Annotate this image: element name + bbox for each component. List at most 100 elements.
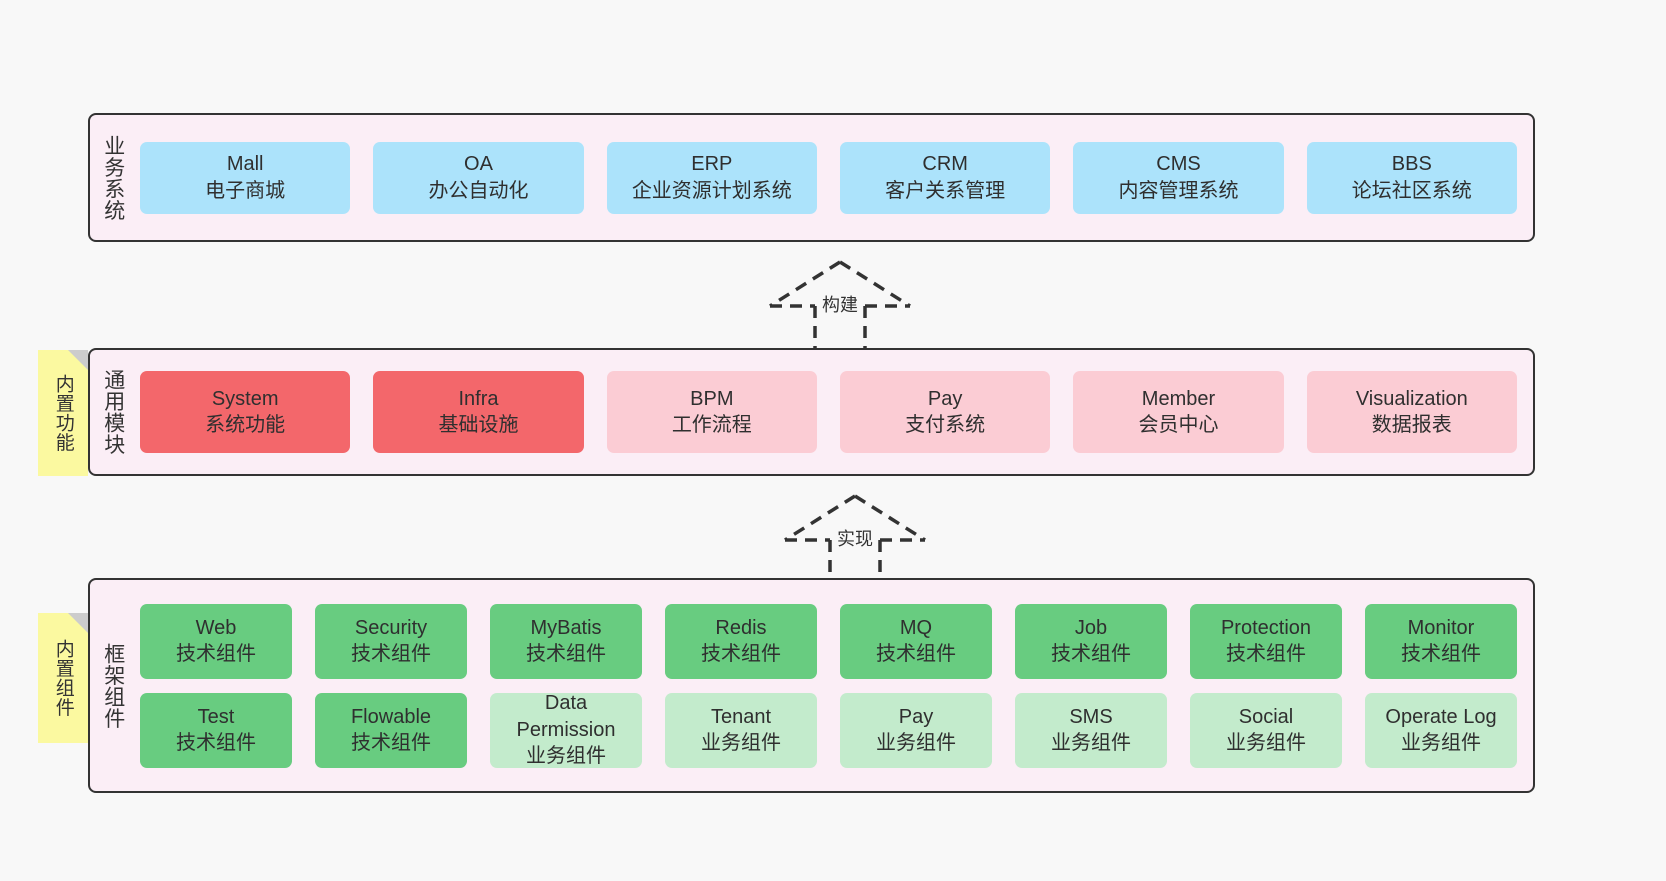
card-title: Social <box>1238 705 1294 728</box>
card-system[interactable]: System 系统功能 <box>140 371 351 453</box>
relation-label-implement: 实现 <box>835 525 875 551</box>
card-oa[interactable]: OA 办公自动化 <box>373 141 584 214</box>
section-business-systems: 业务系统 Mall 电子商城 OA 办公自动化 ERP 企业资源计划系统 CRM… <box>88 113 1535 242</box>
card-bbs[interactable]: BBS 论坛社区系统 <box>1306 141 1517 214</box>
sticky-fold-corner-icon <box>68 613 88 633</box>
card-title: MyBatis <box>530 616 602 639</box>
card-subtitle: 业务组件 <box>1051 732 1131 754</box>
relation-label-build: 构建 <box>820 291 860 317</box>
card-title: Infra <box>458 387 499 410</box>
card-job[interactable]: Job 技术组件 <box>1015 603 1167 679</box>
card-subtitle: 电子商城 <box>205 179 286 202</box>
sticky-note-builtin-components: 内置组件 <box>38 613 88 743</box>
card-subtitle: 客户关系管理 <box>885 179 1006 202</box>
card-subtitle: 技术组件 <box>1051 643 1131 665</box>
card-web[interactable]: Web 技术组件 <box>140 603 292 679</box>
card-crm[interactable]: CRM 客户关系管理 <box>839 141 1051 214</box>
card-title: CRM <box>922 153 968 176</box>
card-infra[interactable]: Infra 基础设施 <box>373 371 584 453</box>
section-framework-components: 框架组件 Web 技术组件 Security 技术组件 MyBatis 技术组件… <box>88 578 1535 793</box>
card-title: Tenant <box>710 705 772 728</box>
sticky-note-label: 内置组件 <box>52 639 74 717</box>
card-bpm[interactable]: BPM 工作流程 <box>606 371 817 453</box>
card-subtitle: 办公自动化 <box>428 179 529 202</box>
card-subtitle: 技术组件 <box>351 643 431 665</box>
card-title: Pay <box>927 387 963 410</box>
section-label-framework-components: 框架组件 <box>101 642 125 729</box>
card-redis[interactable]: Redis 技术组件 <box>665 603 817 679</box>
card-title: System <box>211 387 279 410</box>
card-test[interactable]: Test 技术组件 <box>140 692 292 768</box>
section-label-business-systems: 业务系统 <box>101 134 125 221</box>
card-security[interactable]: Security 技术组件 <box>315 603 467 679</box>
card-title: Data Permission <box>516 692 616 741</box>
card-monitor[interactable]: Monitor 技术组件 <box>1365 603 1517 679</box>
card-subtitle: 论坛社区系统 <box>1351 179 1472 202</box>
section-body-common-modules: System 系统功能 Infra 基础设施 BPM 工作流程 Pay 支付系统… <box>136 350 1533 474</box>
card-sms[interactable]: SMS 业务组件 <box>1015 692 1167 768</box>
card-title: OA <box>464 153 493 176</box>
card-flowable[interactable]: Flowable 技术组件 <box>315 692 467 768</box>
card-subtitle: 会员中心 <box>1138 414 1219 436</box>
card-title: Web <box>195 616 237 639</box>
card-title: CMS <box>1156 153 1201 176</box>
card-pay-module[interactable]: Pay 支付系统 <box>839 371 1051 453</box>
card-erp[interactable]: ERP 企业资源计划系统 <box>606 141 817 214</box>
card-title: MQ <box>899 616 933 639</box>
relation-build: 构建 <box>755 258 925 358</box>
card-row-framework-tech: Web 技术组件 Security 技术组件 MyBatis 技术组件 Redi… <box>140 603 1517 679</box>
card-title: Flowable <box>350 705 432 728</box>
card-subtitle: 技术组件 <box>176 643 256 665</box>
generalization-arrow-icon <box>769 260 911 353</box>
card-subtitle: 业务组件 <box>1401 732 1481 754</box>
card-tenant[interactable]: Tenant 业务组件 <box>665 692 817 768</box>
card-member[interactable]: Member 会员中心 <box>1073 371 1284 453</box>
card-subtitle: 数据报表 <box>1371 414 1452 436</box>
card-title: Visualization <box>1355 387 1468 410</box>
card-subtitle: 系统功能 <box>205 414 286 436</box>
card-title: Mall <box>226 153 264 176</box>
card-row-framework-business: Test 技术组件 Flowable 技术组件 Data Permission … <box>140 692 1517 768</box>
generalization-arrow-icon <box>784 494 926 587</box>
card-data-permission[interactable]: Data Permission 业务组件 <box>490 692 642 768</box>
card-subtitle: 支付系统 <box>905 414 986 436</box>
card-visualization[interactable]: Visualization 数据报表 <box>1306 371 1517 453</box>
card-subtitle: 技术组件 <box>701 643 781 665</box>
card-operate-log[interactable]: Operate Log 业务组件 <box>1365 692 1517 768</box>
card-mq[interactable]: MQ 技术组件 <box>840 603 992 679</box>
card-social[interactable]: Social 业务组件 <box>1190 692 1342 768</box>
card-subtitle: 业务组件 <box>526 745 606 768</box>
card-subtitle: 业务组件 <box>1226 732 1306 754</box>
card-mall[interactable]: Mall 电子商城 <box>140 141 351 214</box>
card-subtitle: 企业资源计划系统 <box>631 179 792 202</box>
card-mybatis[interactable]: MyBatis 技术组件 <box>490 603 642 679</box>
card-subtitle: 技术组件 <box>526 643 606 665</box>
card-subtitle: 业务组件 <box>701 732 781 754</box>
card-title: Security <box>354 616 428 639</box>
sticky-note-builtin-features: 内置功能 <box>38 350 88 476</box>
card-row-business: Mall 电子商城 OA 办公自动化 ERP 企业资源计划系统 CRM 客户关系… <box>140 141 1517 214</box>
card-pay-component[interactable]: Pay 业务组件 <box>840 692 992 768</box>
card-title: SMS <box>1069 705 1113 728</box>
card-title: Pay <box>898 705 934 728</box>
card-subtitle: 技术组件 <box>351 732 431 754</box>
card-subtitle: 基础设施 <box>438 414 519 436</box>
card-cms[interactable]: CMS 内容管理系统 <box>1073 141 1284 214</box>
card-title: Member <box>1141 387 1216 410</box>
card-title: BPM <box>690 387 734 410</box>
card-title: BBS <box>1391 153 1432 176</box>
card-subtitle: 技术组件 <box>176 732 256 754</box>
card-subtitle: 技术组件 <box>876 643 956 665</box>
card-subtitle: 技术组件 <box>1226 643 1306 665</box>
card-title: Job <box>1074 616 1108 639</box>
card-subtitle: 内容管理系统 <box>1118 179 1239 202</box>
card-title: Monitor <box>1407 616 1475 639</box>
card-title: Redis <box>715 616 767 639</box>
card-protection[interactable]: Protection 技术组件 <box>1190 603 1342 679</box>
card-subtitle: 技术组件 <box>1401 643 1481 665</box>
section-label-common-modules: 通用模块 <box>101 369 125 455</box>
section-common-modules: 通用模块 System 系统功能 Infra 基础设施 BPM 工作流程 Pay… <box>88 348 1535 476</box>
card-row-modules: System 系统功能 Infra 基础设施 BPM 工作流程 Pay 支付系统… <box>140 371 1517 453</box>
card-title: Test <box>197 705 235 728</box>
